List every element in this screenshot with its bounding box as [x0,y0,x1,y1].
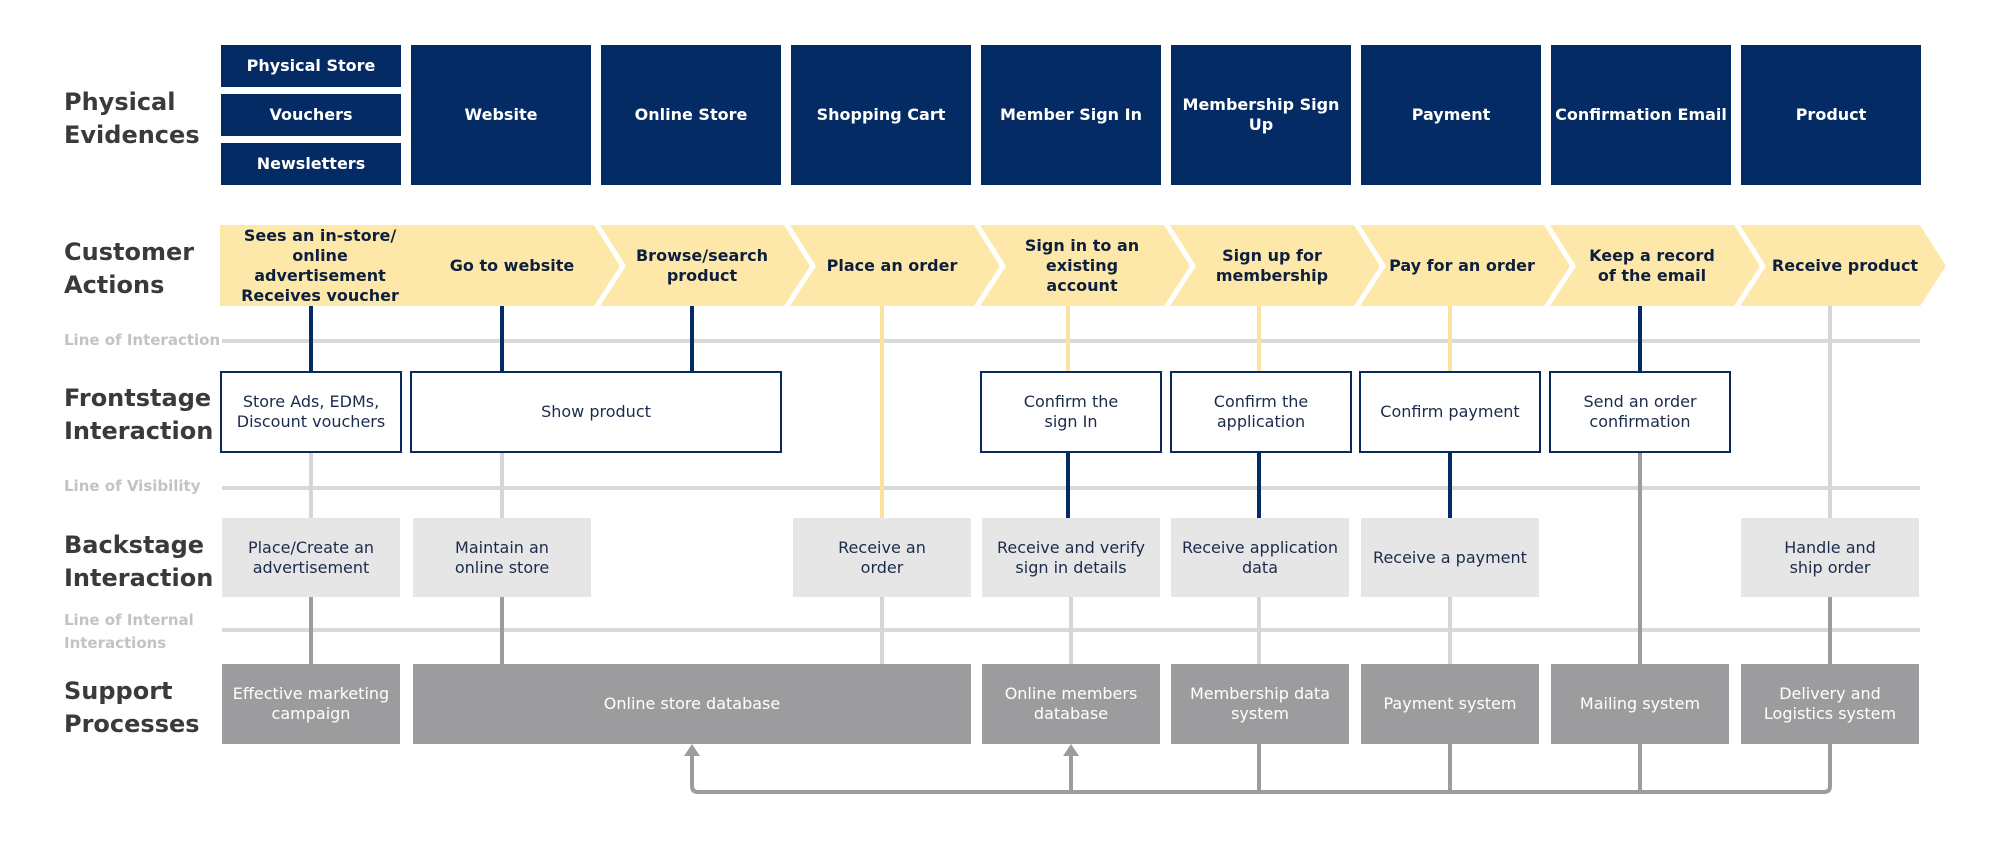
action-see-ad: Sees an in-store/ online advertisement R… [241,225,399,305]
frontstage-confirm-payment: Confirm payment [1359,371,1541,453]
backstage-receive-order: Receive an order [793,518,971,597]
row-label-backstage: Backstage Interaction [64,531,214,592]
backstage-place-ad: Place/Create an advertisement [222,518,400,597]
support-delivery-system: Delivery and Logistics system [1741,664,1919,744]
action-browse-product: Browse/search product [635,245,768,285]
backstage-handle-ship: Handle and ship order [1741,518,1919,597]
chevron-shape-2 [410,225,620,306]
pe-newsletters: Newsletters [221,143,401,185]
backstage-maintain-store: Maintain an online store [413,518,591,597]
frontstage-store-ads: Store Ads, EDMs, Discount vouchers [220,371,402,453]
frontstage-send-confirmation: Send an order confirmation [1549,371,1731,453]
pe-membership-sign-up: Membership Sign Up [1171,45,1351,185]
chevron-shape-1 [220,225,444,306]
action-place-order: Place an order [826,255,958,275]
line-label-interaction: Line of Interaction [64,331,221,349]
pe-product: Product [1741,45,1921,185]
line-label-internal: Line of Internal Interactions [64,611,194,652]
chevron-shape-7 [1360,225,1570,306]
action-sign-in: Sign in to an existing account [1024,235,1140,295]
chevron-shape-3 [600,225,810,306]
pe-confirmation-email: Confirmation Email [1551,45,1731,185]
pe-payment: Payment [1361,45,1541,185]
line-label-visibility: Line of Visibility [64,477,201,495]
frontstage-confirm-application: Confirm the application [1170,371,1352,453]
row-label-customer-actions: Customer Actions [64,238,195,299]
backstage-receive-application: Receive application data [1171,518,1349,597]
support-membership-system: Membership data system [1171,664,1349,744]
chevron-shape-9 [1740,225,1946,306]
action-go-to-website: Go to website [449,255,575,275]
row-label-support: Support Processes [64,677,200,738]
pe-online-store: Online Store [601,45,781,185]
dark-gray-connectors [309,452,1832,794]
action-receive-product: Receive product [1771,255,1919,275]
chevron-shape-6 [1170,225,1380,306]
arrowhead-members-db [1063,744,1079,756]
support-payment-system: Payment system [1361,664,1539,744]
pe-member-sign-in: Member Sign In [981,45,1161,185]
pe-website: Website [411,45,591,185]
frontstage-confirm-sign-in: Confirm the sign In [980,371,1162,453]
support-store-database: Online store database [413,664,971,744]
chevron-shape-8 [1550,225,1760,306]
frontstage-show-product: Show product [410,371,782,453]
backstage-verify-sign-in: Receive and verify sign in details [982,518,1160,597]
chevron-shape-5 [980,225,1190,306]
support-members-database: Online members database [982,664,1160,744]
action-sign-up: Sign up for membership [1215,245,1329,285]
yellow-connectors [880,306,1452,518]
support-mailing-system: Mailing system [1551,664,1729,744]
row-label-frontstage: Frontstage Interaction [64,384,214,445]
action-keep-record: Keep a record of the email [1589,245,1715,285]
action-pay-order: Pay for an order [1389,255,1535,275]
navy-connectors [309,306,1642,518]
light-gray-connectors [309,306,1832,664]
support-marketing: Effective marketing campaign [222,664,400,744]
chevron-shape-4 [790,225,1000,306]
arrowhead-store-db [684,744,700,756]
row-label-physical-evidences: Physical Evidences [64,88,200,149]
backstage-receive-payment: Receive a payment [1361,518,1539,597]
pe-vouchers: Vouchers [221,94,401,136]
pe-physical-store: Physical Store [221,45,401,87]
pe-shopping-cart: Shopping Cart [791,45,971,185]
